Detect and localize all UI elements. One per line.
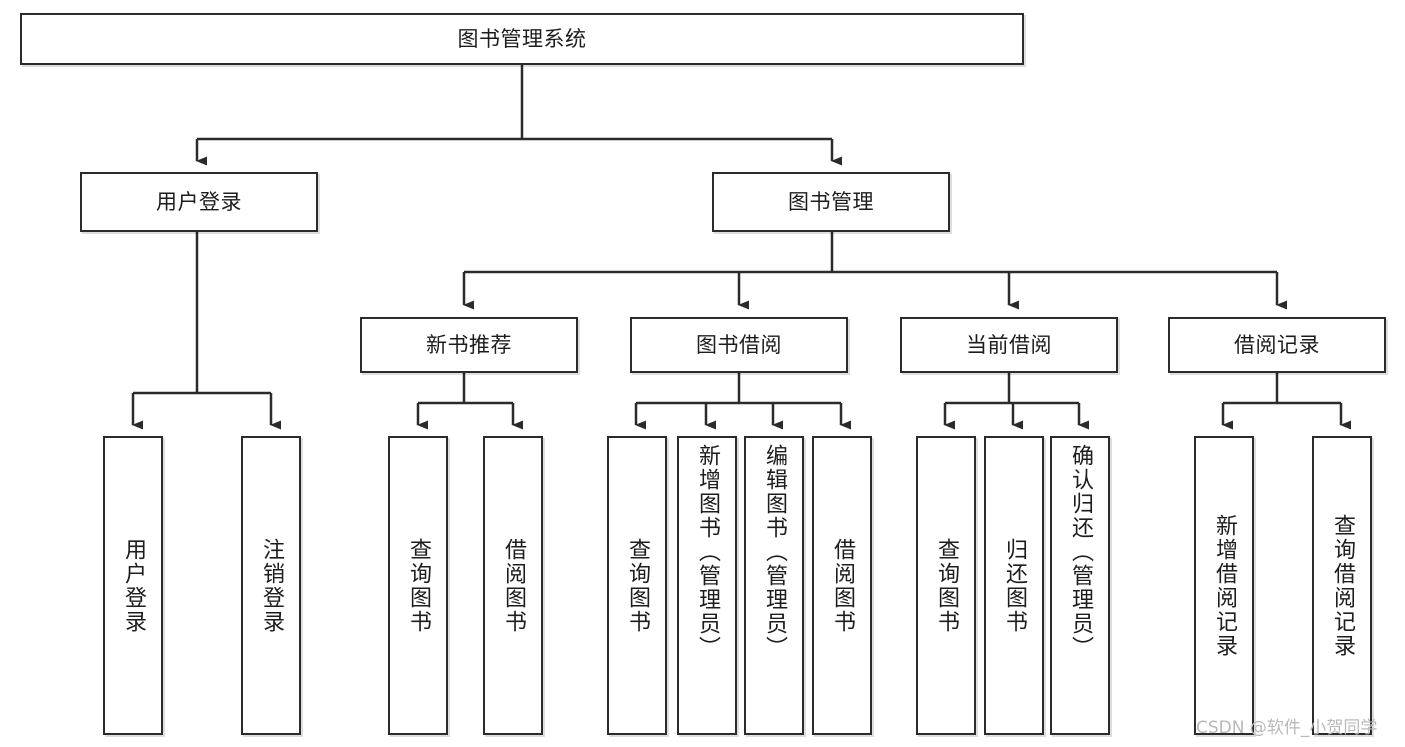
node-root-system[interactable]: 图书管理系统 <box>20 13 1024 65</box>
node-label: 用户登录 <box>121 537 146 634</box>
node-label: 确认归还（管理员） <box>1068 444 1093 660</box>
connector-bookborrow-to-leaves <box>634 373 851 430</box>
node-label: 图书借阅 <box>696 332 782 357</box>
node-leaf-query-book-1[interactable]: 查询图书 <box>388 436 448 735</box>
node-leaf-logout[interactable]: 注销登录 <box>241 436 301 735</box>
node-leaf-add-record[interactable]: 新增借阅记录 <box>1194 436 1254 735</box>
node-current-borrow[interactable]: 当前借阅 <box>900 317 1118 373</box>
connector-newbook-to-leaves <box>416 373 523 430</box>
node-book-borrow[interactable]: 图书借阅 <box>630 317 848 373</box>
node-label: 编辑图书（管理员） <box>762 444 787 660</box>
node-book-manage[interactable]: 图书管理 <box>712 172 950 232</box>
connector-borrowrecord-to-leaves <box>1221 373 1351 430</box>
node-user-login[interactable]: 用户登录 <box>80 172 318 232</box>
connector-root-to-level2 <box>195 65 842 166</box>
node-label: 图书管理系统 <box>457 26 587 51</box>
node-leaf-borrow-book-2[interactable]: 借阅图书 <box>812 436 872 735</box>
node-leaf-add-book[interactable]: 新增图书（管理员） <box>677 436 737 735</box>
node-leaf-query-book-3[interactable]: 查询图书 <box>916 436 976 735</box>
node-leaf-query-record[interactable]: 查询借阅记录 <box>1312 436 1372 735</box>
connector-bookmanage-to-level3 <box>462 232 1287 310</box>
node-label: 查询借阅记录 <box>1330 513 1355 658</box>
node-label: 查询图书 <box>406 537 431 634</box>
node-label: 借阅记录 <box>1234 332 1320 357</box>
node-label: 新书推荐 <box>426 332 512 357</box>
node-label: 注销登录 <box>259 537 284 634</box>
node-leaf-borrow-book-1[interactable]: 借阅图书 <box>483 436 543 735</box>
node-leaf-user-login[interactable]: 用户登录 <box>103 436 163 735</box>
node-new-book-rec[interactable]: 新书推荐 <box>360 317 578 373</box>
node-leaf-query-book-2[interactable]: 查询图书 <box>607 436 667 735</box>
node-leaf-return-book[interactable]: 归还图书 <box>984 436 1044 735</box>
node-label: 新增图书（管理员） <box>695 444 720 660</box>
node-leaf-edit-book[interactable]: 编辑图书（管理员） <box>744 436 804 735</box>
connector-userlogin-to-leaves <box>131 232 281 430</box>
node-borrow-record[interactable]: 借阅记录 <box>1168 317 1386 373</box>
node-leaf-confirm-return[interactable]: 确认归还（管理员） <box>1050 436 1110 735</box>
node-label: 当前借阅 <box>966 332 1052 357</box>
node-label: 新增借阅记录 <box>1212 513 1237 658</box>
node-label: 图书管理 <box>788 189 874 214</box>
node-label: 查询图书 <box>934 537 959 634</box>
connector-currentborrow-to-leaves <box>943 373 1089 430</box>
node-label: 归还图书 <box>1002 537 1027 634</box>
node-label: 查询图书 <box>625 537 650 634</box>
node-label: 借阅图书 <box>830 537 855 634</box>
node-label: 借阅图书 <box>501 537 526 634</box>
node-label: 用户登录 <box>156 189 242 214</box>
